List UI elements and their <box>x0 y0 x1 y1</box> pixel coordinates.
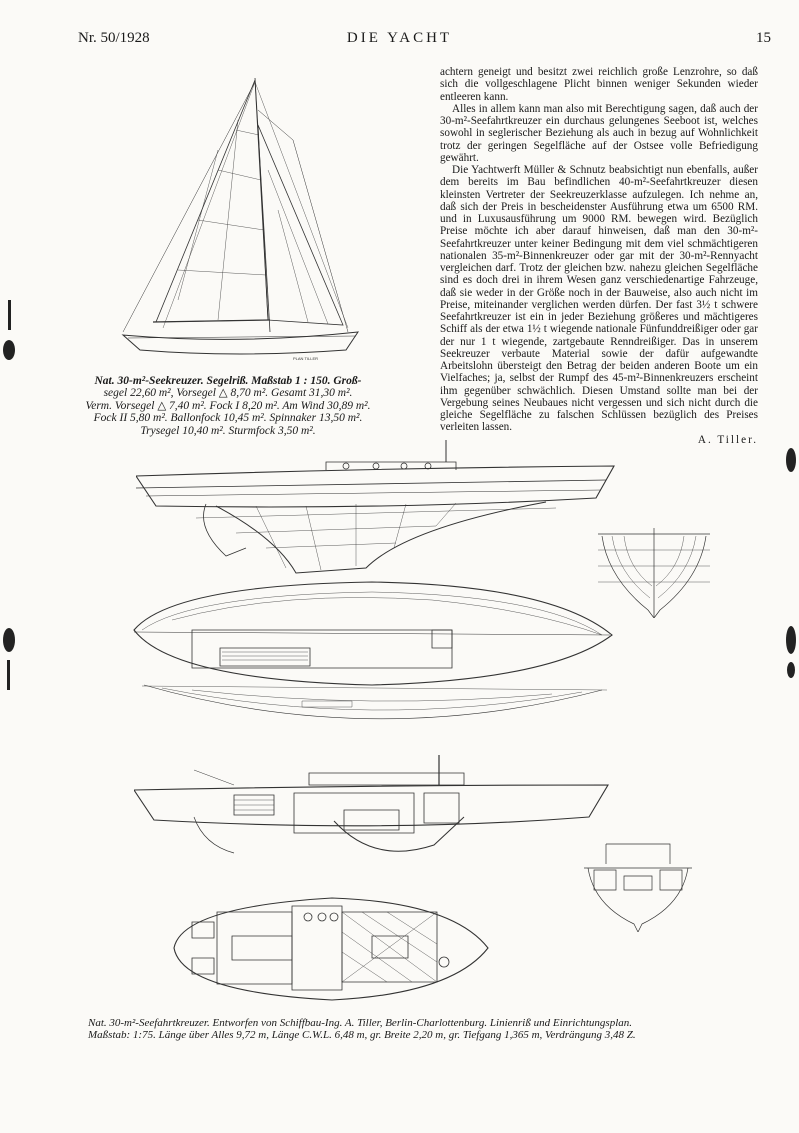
journal-title: DIE YACHT <box>346 30 453 46</box>
cabin-section-drawing <box>584 840 692 932</box>
deck-plan-drawing <box>132 580 616 745</box>
sail-plan-drawing: PLAN TILLER <box>118 70 368 361</box>
page-number: 15 <box>756 30 771 46</box>
article-paragraph: achtern geneigt und besitzt zwei reichli… <box>440 66 758 103</box>
svg-text:PLAN TILLER: PLAN TILLER <box>293 356 318 361</box>
lines-plan-caption: Nat. 30-m²-Seefahrtkreuzer. Entworfen vo… <box>88 1017 636 1042</box>
article-author: A. Tiller. <box>697 433 758 446</box>
article-paragraph: Die Yachtwerft Müller & Schnutz beabsich… <box>440 164 758 434</box>
scan-margin-right <box>786 448 796 678</box>
article-paragraph: Alles in allem kann man also mit Berecht… <box>440 102 758 164</box>
issue-number: Nr. 50/1928 <box>78 30 150 46</box>
hull-profile-drawing <box>136 438 616 578</box>
article-text: achtern geneigt und besitzt zwei reichli… <box>440 66 758 446</box>
sail-plan-caption: Nat. 30-m²-Seekreuzer. Segelriß. Maßstab… <box>85 375 371 437</box>
body-plan-drawing <box>598 528 710 618</box>
accommodation-plan-drawing <box>172 892 490 1004</box>
interior-profile-drawing <box>134 755 610 867</box>
scan-margin-left <box>3 300 15 690</box>
